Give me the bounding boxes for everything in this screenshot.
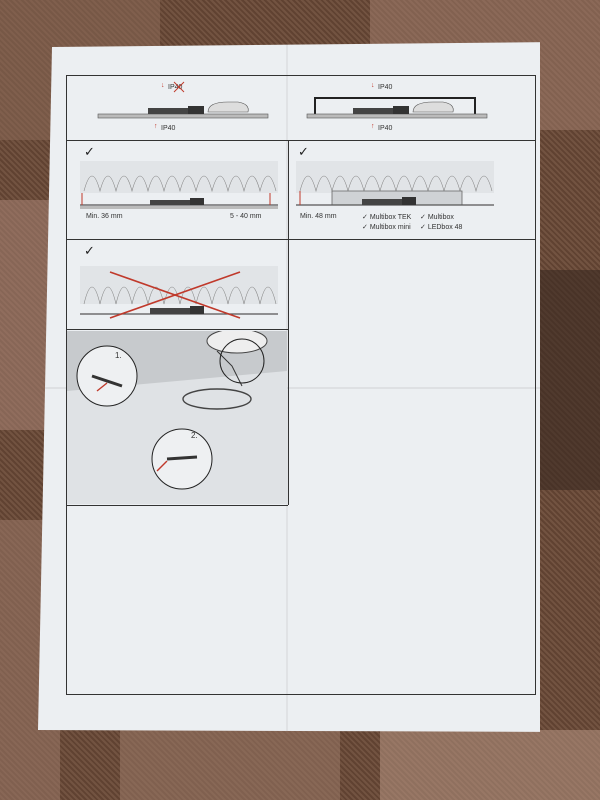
check-mark-icon: ✓ (298, 144, 309, 159)
ceiling-cross-section-icon (97, 81, 269, 119)
ceiling-install-scene-icon (67, 331, 287, 504)
grid-divider (66, 505, 288, 507)
incorrect-install-diagram: ✓ (70, 242, 285, 327)
min-depth-label: Min. 48 mm (300, 213, 337, 220)
install-depth-diagram-left: ✓ Min. 36 mm 5 - 40 mm (70, 143, 285, 237)
page-frame (66, 75, 536, 695)
min-depth-label: Min. 36 mm (86, 213, 123, 220)
crossed-out-icon (80, 271, 278, 319)
grid-divider (66, 239, 536, 241)
ip-label-below-right: IP40 (378, 125, 393, 132)
up-arrow-icon: ↑ (154, 123, 158, 130)
ceiling-cross-section-icon (306, 97, 488, 119)
carpet-tile (540, 270, 600, 490)
instruction-sheet: ↓ IP40 ↑ IP40 ↓ IP40 ↑ IP40 ✓ (38, 42, 540, 732)
grid-divider (66, 140, 536, 142)
ip-label-above-left: IP40 (168, 84, 183, 91)
carpet-tile (380, 730, 600, 800)
box-compat-item: ✓ Multibox TEK (362, 214, 412, 221)
grid-divider (288, 239, 290, 505)
check-mark-icon: ✓ (84, 144, 95, 159)
step-number-1: 1. (115, 351, 122, 360)
ip-diagram-right: ↓ IP40 ↑ IP40 (303, 80, 503, 135)
up-arrow-icon: ↑ (371, 123, 375, 130)
grid-divider (66, 329, 288, 331)
down-arrow-icon: ↓ (161, 82, 165, 89)
carpet-tile (120, 730, 340, 800)
ip-label-below-left: IP40 (161, 125, 176, 132)
install-depth-diagram-right: ✓ Min. 48 mm ✓ Multibox TEK ✓ Multibox ✓… (292, 143, 507, 237)
ip-label-above-right: IP40 (378, 84, 393, 91)
down-arrow-icon: ↓ (371, 82, 375, 89)
box-compat-item: ✓ Multibox (420, 214, 454, 221)
fold-line (286, 42, 288, 732)
ip-diagram-left: ↓ IP40 ↑ IP40 (88, 80, 278, 135)
insulation-cross-section-icon (80, 175, 278, 209)
install-steps-illustration: 1. 2. (67, 331, 287, 504)
depth-range-label: 5 - 40 mm (230, 213, 262, 220)
step-number-2: 2. (191, 431, 198, 440)
check-mark-icon: ✓ (84, 243, 95, 258)
junction-box-cross-section-icon (296, 175, 494, 206)
box-compat-item: ✓ LEDbox 48 (420, 224, 463, 231)
box-compat-item: ✓ Multibox mini (362, 224, 411, 231)
grid-divider (288, 140, 290, 239)
